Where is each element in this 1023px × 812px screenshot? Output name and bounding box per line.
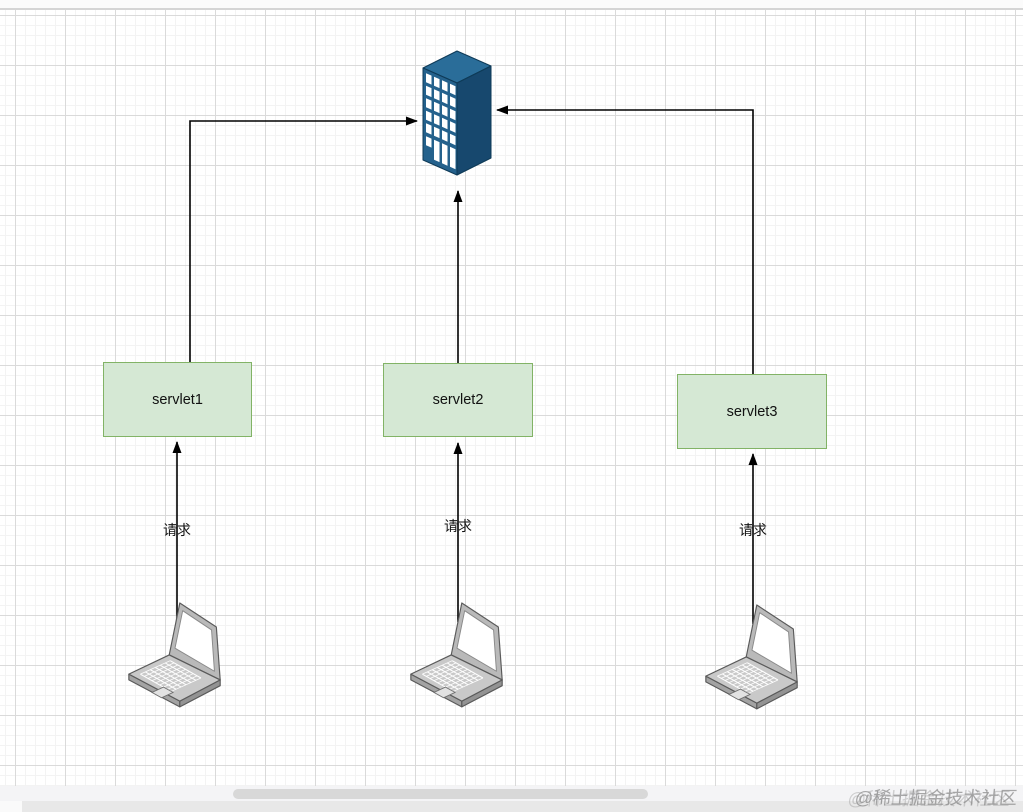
client-laptop-2[interactable] (407, 597, 507, 709)
edge-label-request-2[interactable]: 请求 (444, 518, 472, 534)
canvas-top-edge (0, 0, 1023, 10)
building-icon (422, 50, 492, 176)
horizontal-scrollbar[interactable] (0, 786, 1023, 801)
edge-label-request-1[interactable]: 请求 (163, 522, 191, 538)
client-laptop-1[interactable] (125, 597, 225, 709)
node-label: servlet3 (726, 403, 778, 420)
node-label: servlet1 (152, 391, 203, 408)
laptop-icon (407, 597, 507, 709)
laptop-icon (702, 599, 802, 711)
laptop-icon (125, 597, 225, 709)
node-servlet1[interactable]: servlet1 (103, 362, 252, 437)
client-laptop-3[interactable] (702, 599, 802, 711)
edge-label-request-3[interactable]: 请求 (739, 522, 767, 538)
node-label: servlet2 (432, 392, 484, 408)
building-windows (426, 73, 456, 170)
window-bottom-corner (0, 801, 22, 812)
edge-servlet3-to-server[interactable] (496, 105, 754, 374)
horizontal-scrollbar-thumb[interactable] (233, 789, 648, 799)
connector-layer (172, 105, 758, 624)
node-servlet2[interactable]: servlet2 (383, 363, 533, 437)
window-bottom-edge (0, 801, 1023, 812)
node-servlet3[interactable]: servlet3 (677, 374, 827, 449)
server-building-shape[interactable] (421, 48, 493, 180)
watermark-text: @稀土掘金技术社区 (853, 788, 1018, 808)
edge-servlet1-to-server[interactable] (189, 116, 418, 362)
diagram-canvas[interactable]: servlet1 servlet2 servlet3 请求 请求 请求 (0, 10, 1023, 786)
